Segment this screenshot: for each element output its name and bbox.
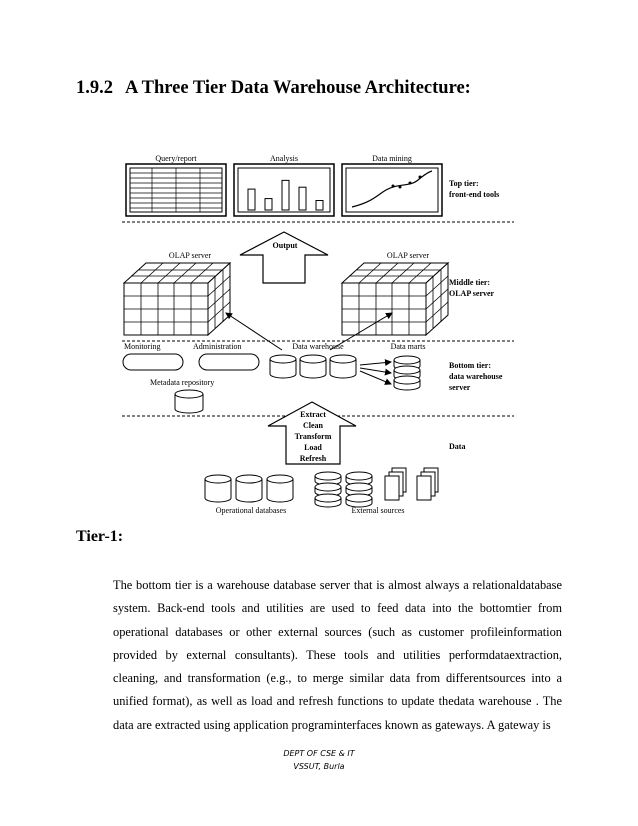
bottom-tier-sublabel-1: data warehouse — [449, 372, 503, 381]
metadata-repository-cylinder — [174, 389, 204, 414]
footer-department: DEPT OF CSE & IT — [283, 749, 355, 758]
data-marts-stack — [393, 355, 421, 391]
footer-institution: VSSUT, Burla — [293, 762, 345, 771]
analysis-bar — [298, 186, 307, 211]
metadata-repository-label: Metadata repository — [150, 378, 214, 387]
arrows-dw-to-marts — [359, 359, 392, 385]
output-label: Output — [273, 241, 298, 250]
etl-arrow: Extract Clean Transform Load Refresh — [267, 401, 357, 465]
section-title: A Three Tier Data Warehouse Architecture… — [125, 78, 471, 98]
arrow-dw-to-olap-right — [329, 312, 393, 351]
section-number: 1.9.2 — [76, 78, 113, 98]
analysis-bar — [315, 200, 324, 211]
analysis-label: Analysis — [270, 154, 298, 163]
monitoring-label: Monitoring — [124, 342, 160, 351]
bottom-tier-sublabel-2: server — [449, 383, 471, 392]
olap-cube-left — [122, 261, 232, 337]
monitoring-box — [122, 353, 184, 371]
data-marts-label: Data marts — [391, 342, 426, 351]
data-warehouse-label: Data warehouse — [292, 342, 344, 351]
query-report-label: Query/report — [155, 154, 197, 163]
top-tier-sublabel: front-end tools — [449, 190, 499, 199]
clean-label: Clean — [303, 421, 324, 430]
external-source-documents — [384, 467, 439, 501]
query-report-panel — [125, 163, 227, 217]
output-arrow: Output — [239, 231, 329, 284]
extract-label: Extract — [300, 410, 326, 419]
section-heading: 1.9.2 A Three Tier Data Warehouse Archite… — [76, 78, 471, 99]
data-mining-curve — [351, 170, 433, 208]
olap-server-left-label: OLAP server — [169, 251, 211, 260]
middle-tier-label: Middle tier: — [449, 278, 490, 287]
analysis-bar — [281, 179, 290, 211]
administration-label: Administration — [193, 342, 241, 351]
analysis-bar — [247, 188, 256, 211]
data-mining-panel — [341, 163, 443, 217]
external-sources-label: External sources — [351, 506, 404, 515]
middle-tier-sublabel: OLAP server — [449, 289, 495, 298]
analysis-panel — [233, 163, 335, 217]
transform-label: Transform — [295, 432, 332, 441]
analysis-bar — [264, 198, 273, 211]
olap-server-right-label: OLAP server — [387, 251, 429, 260]
data-mining-label: Data mining — [372, 154, 412, 163]
administration-box — [198, 353, 260, 371]
refresh-label: Refresh — [300, 454, 327, 463]
external-database-stacks — [314, 471, 373, 508]
load-label: Load — [304, 443, 322, 452]
top-tier-label: Top tier: — [449, 179, 479, 188]
three-tier-architecture-diagram: Query/report Analysis Data mining Top ti… — [122, 154, 514, 515]
operational-databases — [204, 474, 294, 503]
olap-cube-right — [340, 261, 450, 337]
arrow-dw-to-olap-left — [225, 312, 283, 351]
data-warehouse-cylinders — [269, 354, 357, 379]
tier1-heading: Tier-1: — [76, 528, 124, 545]
bottom-tier-label: Bottom tier: — [449, 361, 491, 370]
operational-databases-label: Operational databases — [216, 506, 286, 515]
data-tier-label: Data — [449, 442, 465, 451]
tier1-paragraph: The bottom tier is a warehouse database … — [113, 578, 562, 732]
